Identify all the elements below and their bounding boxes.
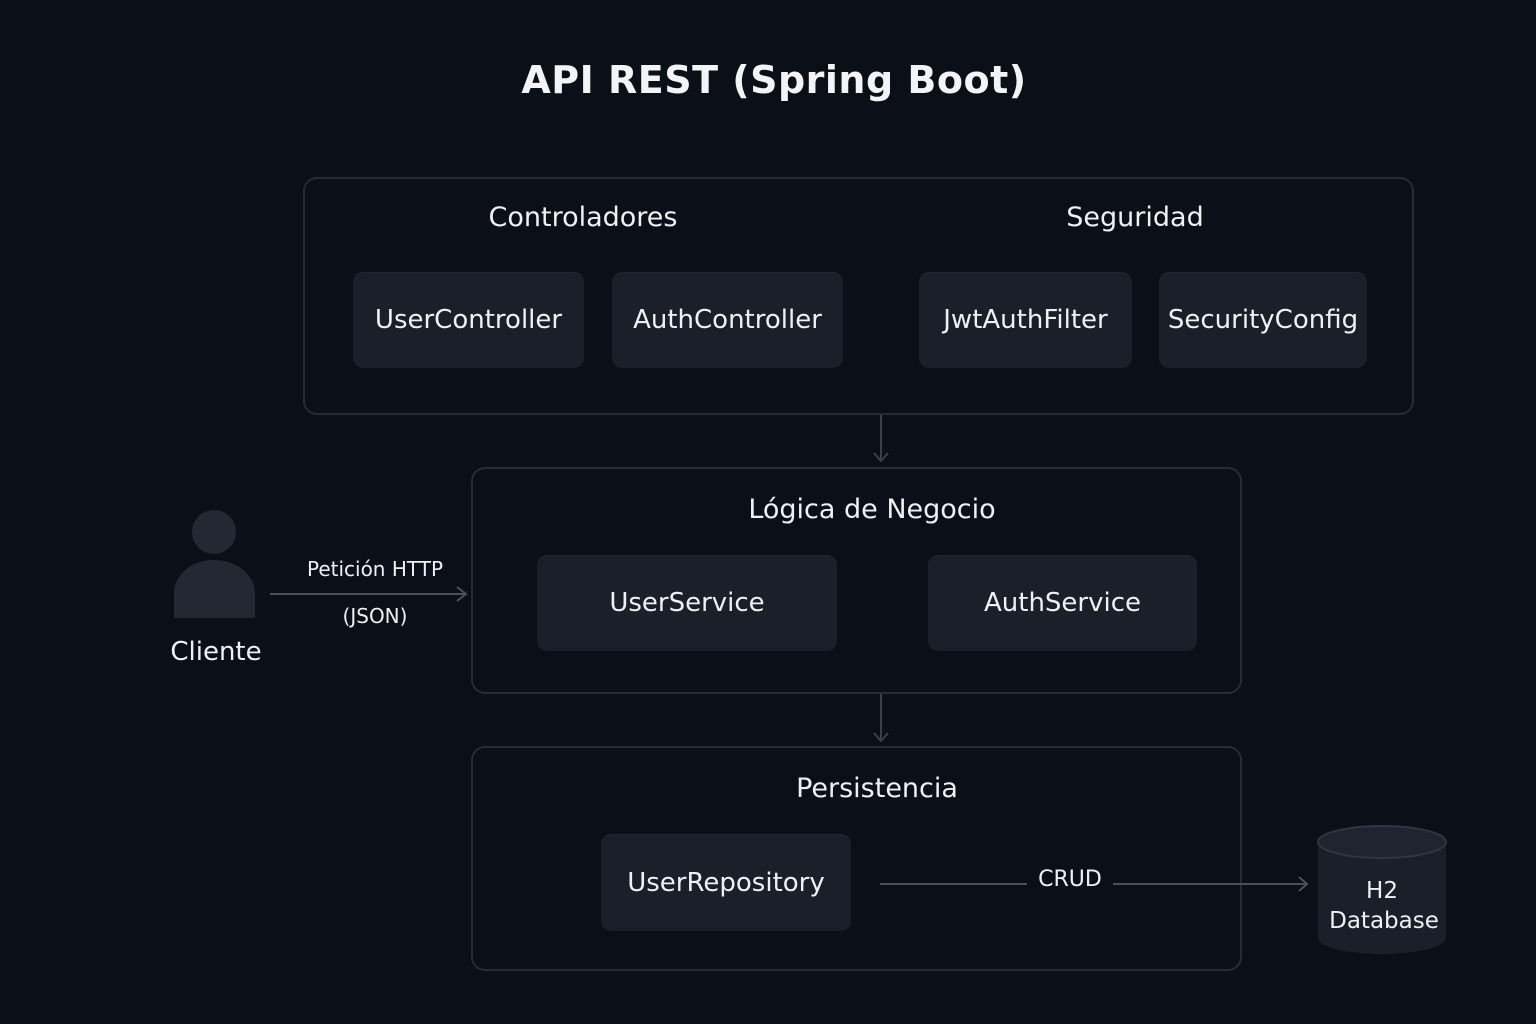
security-config-box: SecurityConfig — [1159, 272, 1367, 368]
user-repository-box: UserRepository — [601, 834, 851, 931]
user-service-box: UserService — [537, 555, 837, 651]
controllers-title: Controladores — [488, 202, 678, 233]
auth-service-box: AuthService — [928, 555, 1197, 651]
http-request-label: Petición HTTP — [306, 557, 444, 581]
security-title: Seguridad — [1066, 202, 1204, 233]
auth-controller-box: AuthController — [612, 272, 843, 368]
controllers-security-group — [303, 177, 1414, 415]
persistence-group — [471, 746, 1242, 971]
arrow-business-to-persistence — [873, 694, 889, 743]
crud-label: CRUD — [1038, 867, 1102, 892]
jwt-auth-filter-box: JwtAuthFilter — [919, 272, 1132, 368]
arrow-controllers-to-business — [873, 415, 889, 463]
business-logic-title: Lógica de Negocio — [748, 494, 996, 525]
diagram-title: API REST (Spring Boot) — [521, 58, 1027, 102]
arrow-repository-to-database — [880, 876, 1309, 892]
database-cylinder-icon — [1317, 825, 1447, 954]
client-person-icon — [174, 510, 255, 618]
json-format-label: (JSON) — [342, 604, 408, 628]
persistence-title: Persistencia — [796, 773, 958, 804]
database-name-line2: Database — [1329, 908, 1439, 934]
user-controller-box: UserController — [353, 272, 584, 368]
database-name-line1: H2 — [1366, 878, 1398, 904]
business-logic-group — [471, 467, 1242, 694]
client-label: Cliente — [170, 637, 262, 667]
arrow-client-to-business — [270, 586, 468, 602]
